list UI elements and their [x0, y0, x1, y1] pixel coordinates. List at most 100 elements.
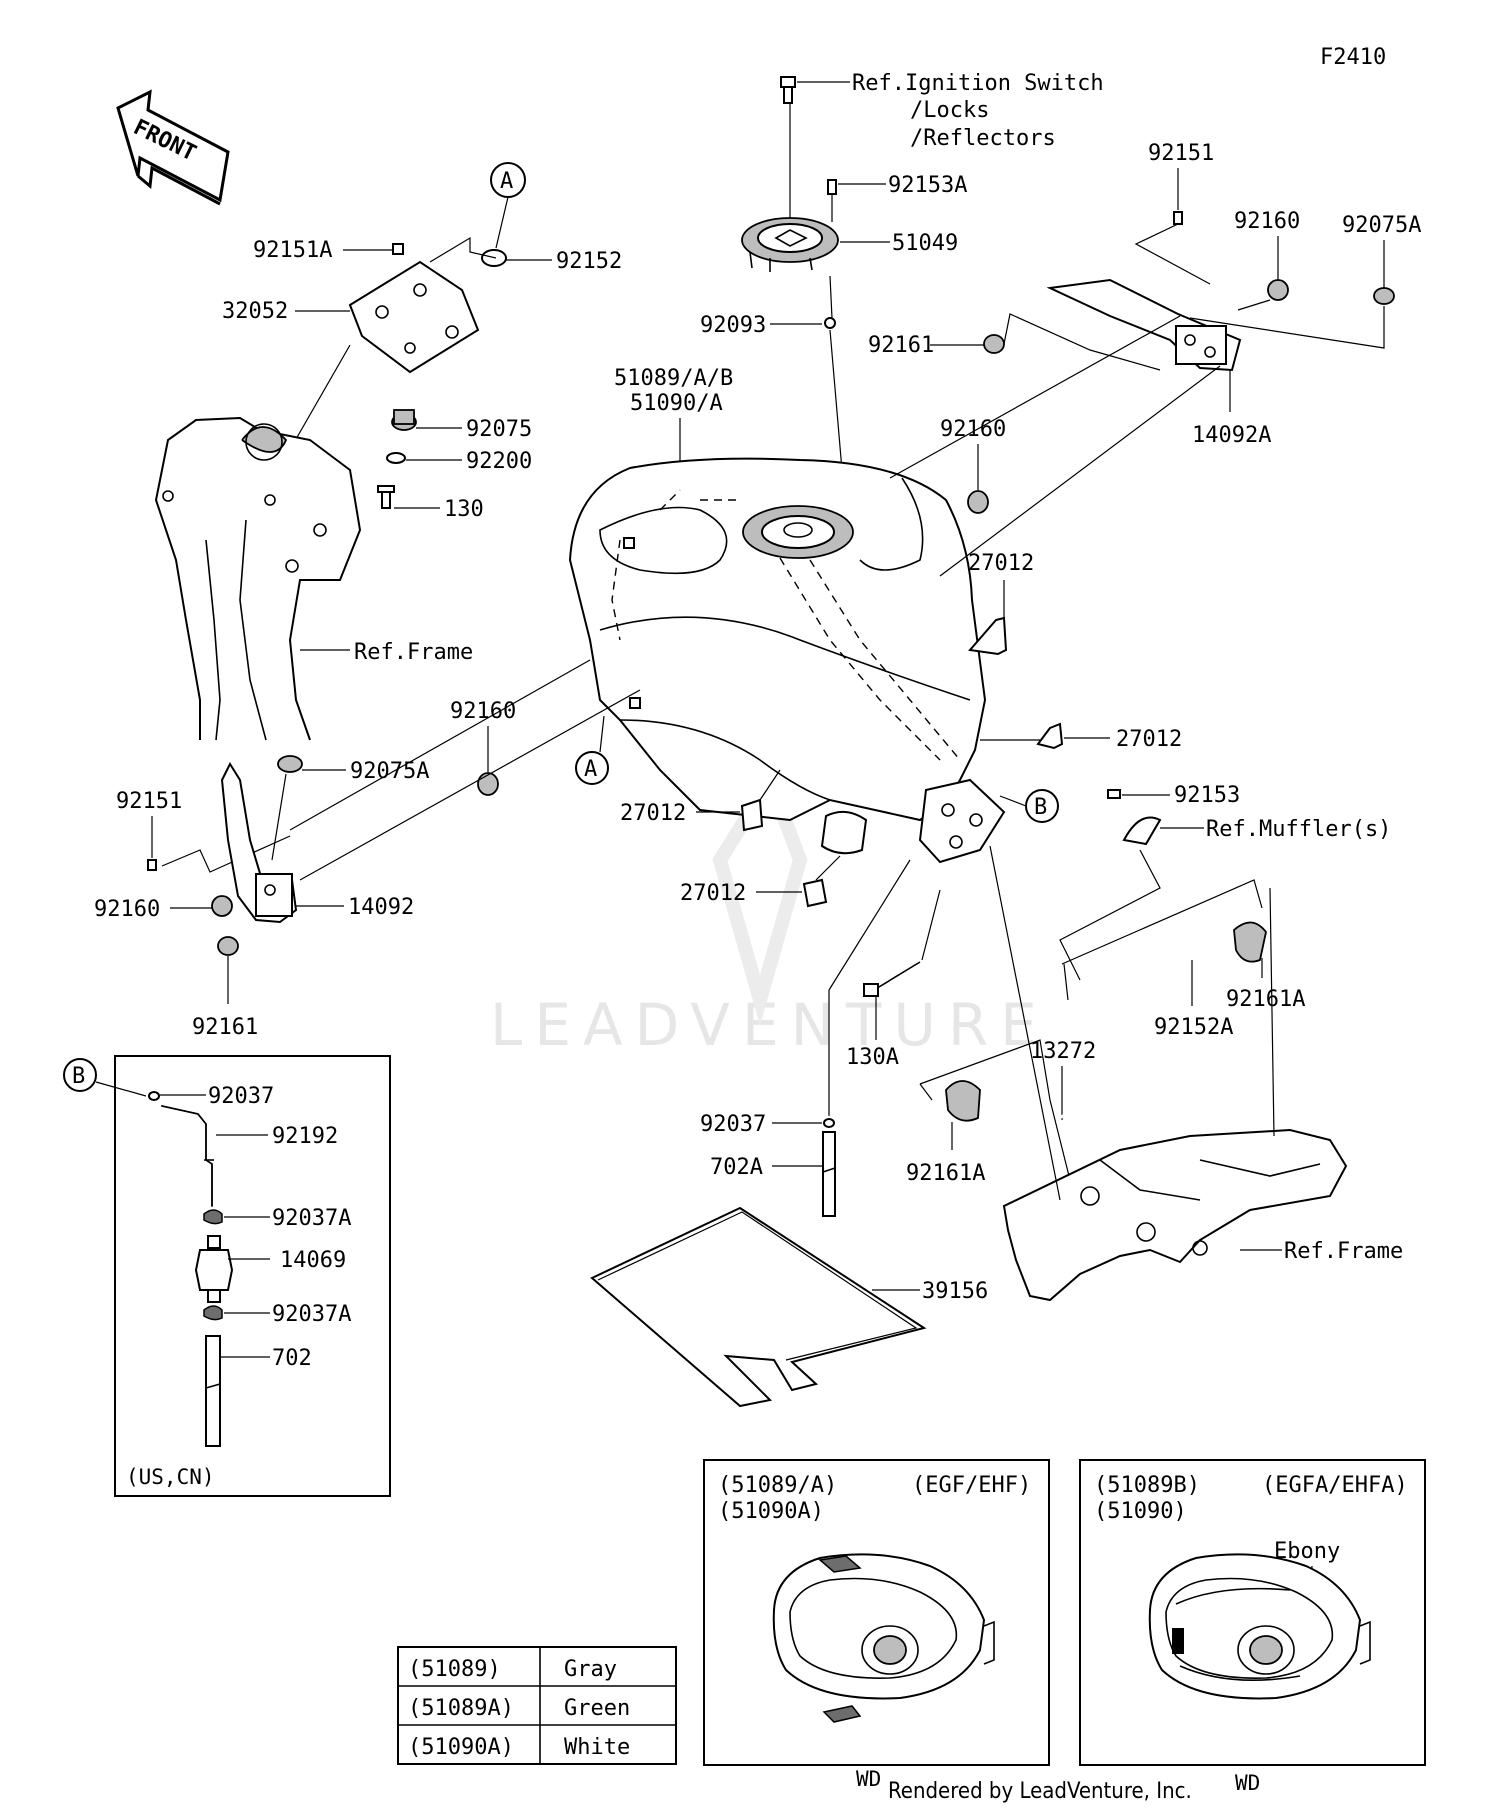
bolt-92151A	[392, 243, 404, 255]
color-table-part-1: (51089)	[408, 1657, 501, 1682]
variant-right-line1: (51089B)	[1094, 1473, 1200, 1498]
grommet-92160-left	[477, 772, 499, 796]
callout-A-mid-label: A	[584, 757, 597, 782]
label-box-92037A-2: 92037A	[272, 1302, 351, 1327]
callout-B-box	[63, 1058, 97, 1092]
frame-right	[1002, 1128, 1348, 1302]
color-table-color-1: Gray	[564, 1657, 617, 1682]
tank-rear-bracket	[918, 778, 1006, 864]
watermark: LEADVENTURE	[490, 991, 1049, 1059]
damper-92161A-r	[1233, 921, 1267, 963]
label-92151-left: 92151	[116, 789, 182, 814]
variant-box-left: (51089/A) (51090A) (EGF/EHF)	[703, 1459, 1050, 1766]
label-92151-tr: 92151	[1148, 141, 1214, 166]
bolt-92151-tr	[1173, 211, 1183, 225]
label-92075A-left: 92075A	[350, 759, 429, 784]
insulator-39156	[590, 1206, 927, 1408]
front-arrow-icon: FRONT	[116, 89, 230, 206]
label-92037: 92037	[700, 1112, 766, 1137]
pad-27012-b	[1036, 722, 1064, 750]
label-ref-mufflers: Ref.Muffler(s)	[1206, 817, 1391, 842]
label-92075A-tr: 92075A	[1342, 213, 1421, 238]
grommet-92160-tr	[1267, 279, 1289, 301]
label-92153A: 92153A	[888, 173, 967, 198]
clamp-92037	[823, 1118, 835, 1128]
label-ref-frame-right: Ref.Frame	[1284, 1239, 1403, 1264]
frame-left	[154, 416, 362, 741]
label-27012-d: 27012	[680, 881, 746, 906]
strip-13272	[1034, 1078, 1134, 1132]
hose-702-box	[205, 1335, 221, 1447]
color-table-part-3: (51090A)	[408, 1735, 514, 1760]
label-92161A-c: 92161A	[906, 1161, 985, 1186]
label-box-92037: 92037	[208, 1084, 274, 1109]
clamp-92037A-2	[203, 1305, 223, 1321]
bracket-14092A	[1046, 278, 1242, 372]
screw-ignition-ref	[780, 76, 796, 104]
callout-B-box-label: B	[72, 1064, 85, 1089]
label-14092A: 14092A	[1192, 423, 1271, 448]
label-ref-reflectors: /Reflectors	[910, 126, 1056, 151]
label-ref-frame-left: Ref.Frame	[354, 640, 473, 665]
color-table-color-3: White	[564, 1735, 630, 1760]
label-27012-c: 27012	[620, 801, 686, 826]
label-92152A: 92152A	[1154, 1015, 1233, 1040]
bracket-14092	[220, 761, 298, 924]
screw-92153A	[827, 179, 837, 195]
hose-92192-box	[161, 1105, 214, 1207]
damper-92075A-left	[277, 755, 303, 773]
label-92161-left: 92161	[192, 1015, 258, 1040]
footer-wd-right: WD	[1235, 1771, 1260, 1795]
screw-92153	[1107, 789, 1121, 799]
oring-92093	[824, 317, 836, 329]
color-table-color-2: Green	[564, 1696, 630, 1721]
damper-92075	[391, 409, 417, 431]
variant-left-line1: (51089/A)	[718, 1473, 837, 1498]
label-box-92037A-1: 92037A	[272, 1206, 351, 1231]
pad-27012-c	[740, 798, 764, 832]
label-92161-tr: 92161	[868, 333, 934, 358]
label-130A: 130A	[846, 1045, 899, 1070]
label-92075: 92075	[466, 417, 532, 442]
callout-A-mid	[575, 751, 609, 785]
damper-92161A-c	[945, 1080, 981, 1122]
label-51090A: 51090/A	[630, 391, 723, 416]
bolt-130A	[863, 961, 921, 997]
grommet-92160-mid	[967, 490, 989, 514]
label-92151A: 92151A	[253, 238, 332, 263]
grommet-92161-left	[217, 936, 239, 956]
footer-rendered-by: Rendered by LeadVenture, Inc.	[888, 1779, 1192, 1804]
label-92160-tr: 92160	[1234, 209, 1300, 234]
label-32052: 32052	[222, 299, 288, 324]
label-92161A-r: 92161A	[1226, 987, 1305, 1012]
filter-14069	[194, 1235, 234, 1303]
label-92200: 92200	[466, 449, 532, 474]
label-51089AB: 51089/A/B	[614, 366, 733, 391]
diagram-code: F2410	[1320, 45, 1386, 70]
label-92093: 92093	[700, 313, 766, 338]
label-92160-mid: 92160	[940, 417, 1006, 442]
callout-A-top-label: A	[500, 169, 513, 194]
watermark-logo	[712, 764, 808, 1026]
label-box-region: (US,CN)	[126, 1465, 215, 1489]
label-27012-a: 27012	[968, 551, 1034, 576]
label-39156: 39156	[922, 1279, 988, 1304]
hose-702A	[822, 1131, 836, 1217]
label-92153: 92153	[1174, 783, 1240, 808]
washer-92200	[386, 452, 406, 464]
bolt-92151-left	[147, 859, 157, 871]
callout-B-mid-label: B	[1034, 795, 1047, 820]
pad-27012-a	[968, 616, 1008, 656]
variant-left-line2: (51090A)	[718, 1499, 824, 1524]
label-box-702: 702	[272, 1346, 312, 1371]
bolt-130	[377, 485, 395, 509]
label-ref-locks: /Locks	[910, 98, 989, 123]
label-ref-ignition-switch: Ref.Ignition Switch	[852, 71, 1104, 96]
clamp-92037-box	[148, 1091, 160, 1101]
us-cn-box	[114, 1055, 391, 1497]
variant-right-line2: (51090)	[1094, 1499, 1187, 1524]
label-702A: 702A	[710, 1155, 763, 1180]
grommet-92160-lower	[211, 895, 233, 917]
label-92152: 92152	[556, 249, 622, 274]
